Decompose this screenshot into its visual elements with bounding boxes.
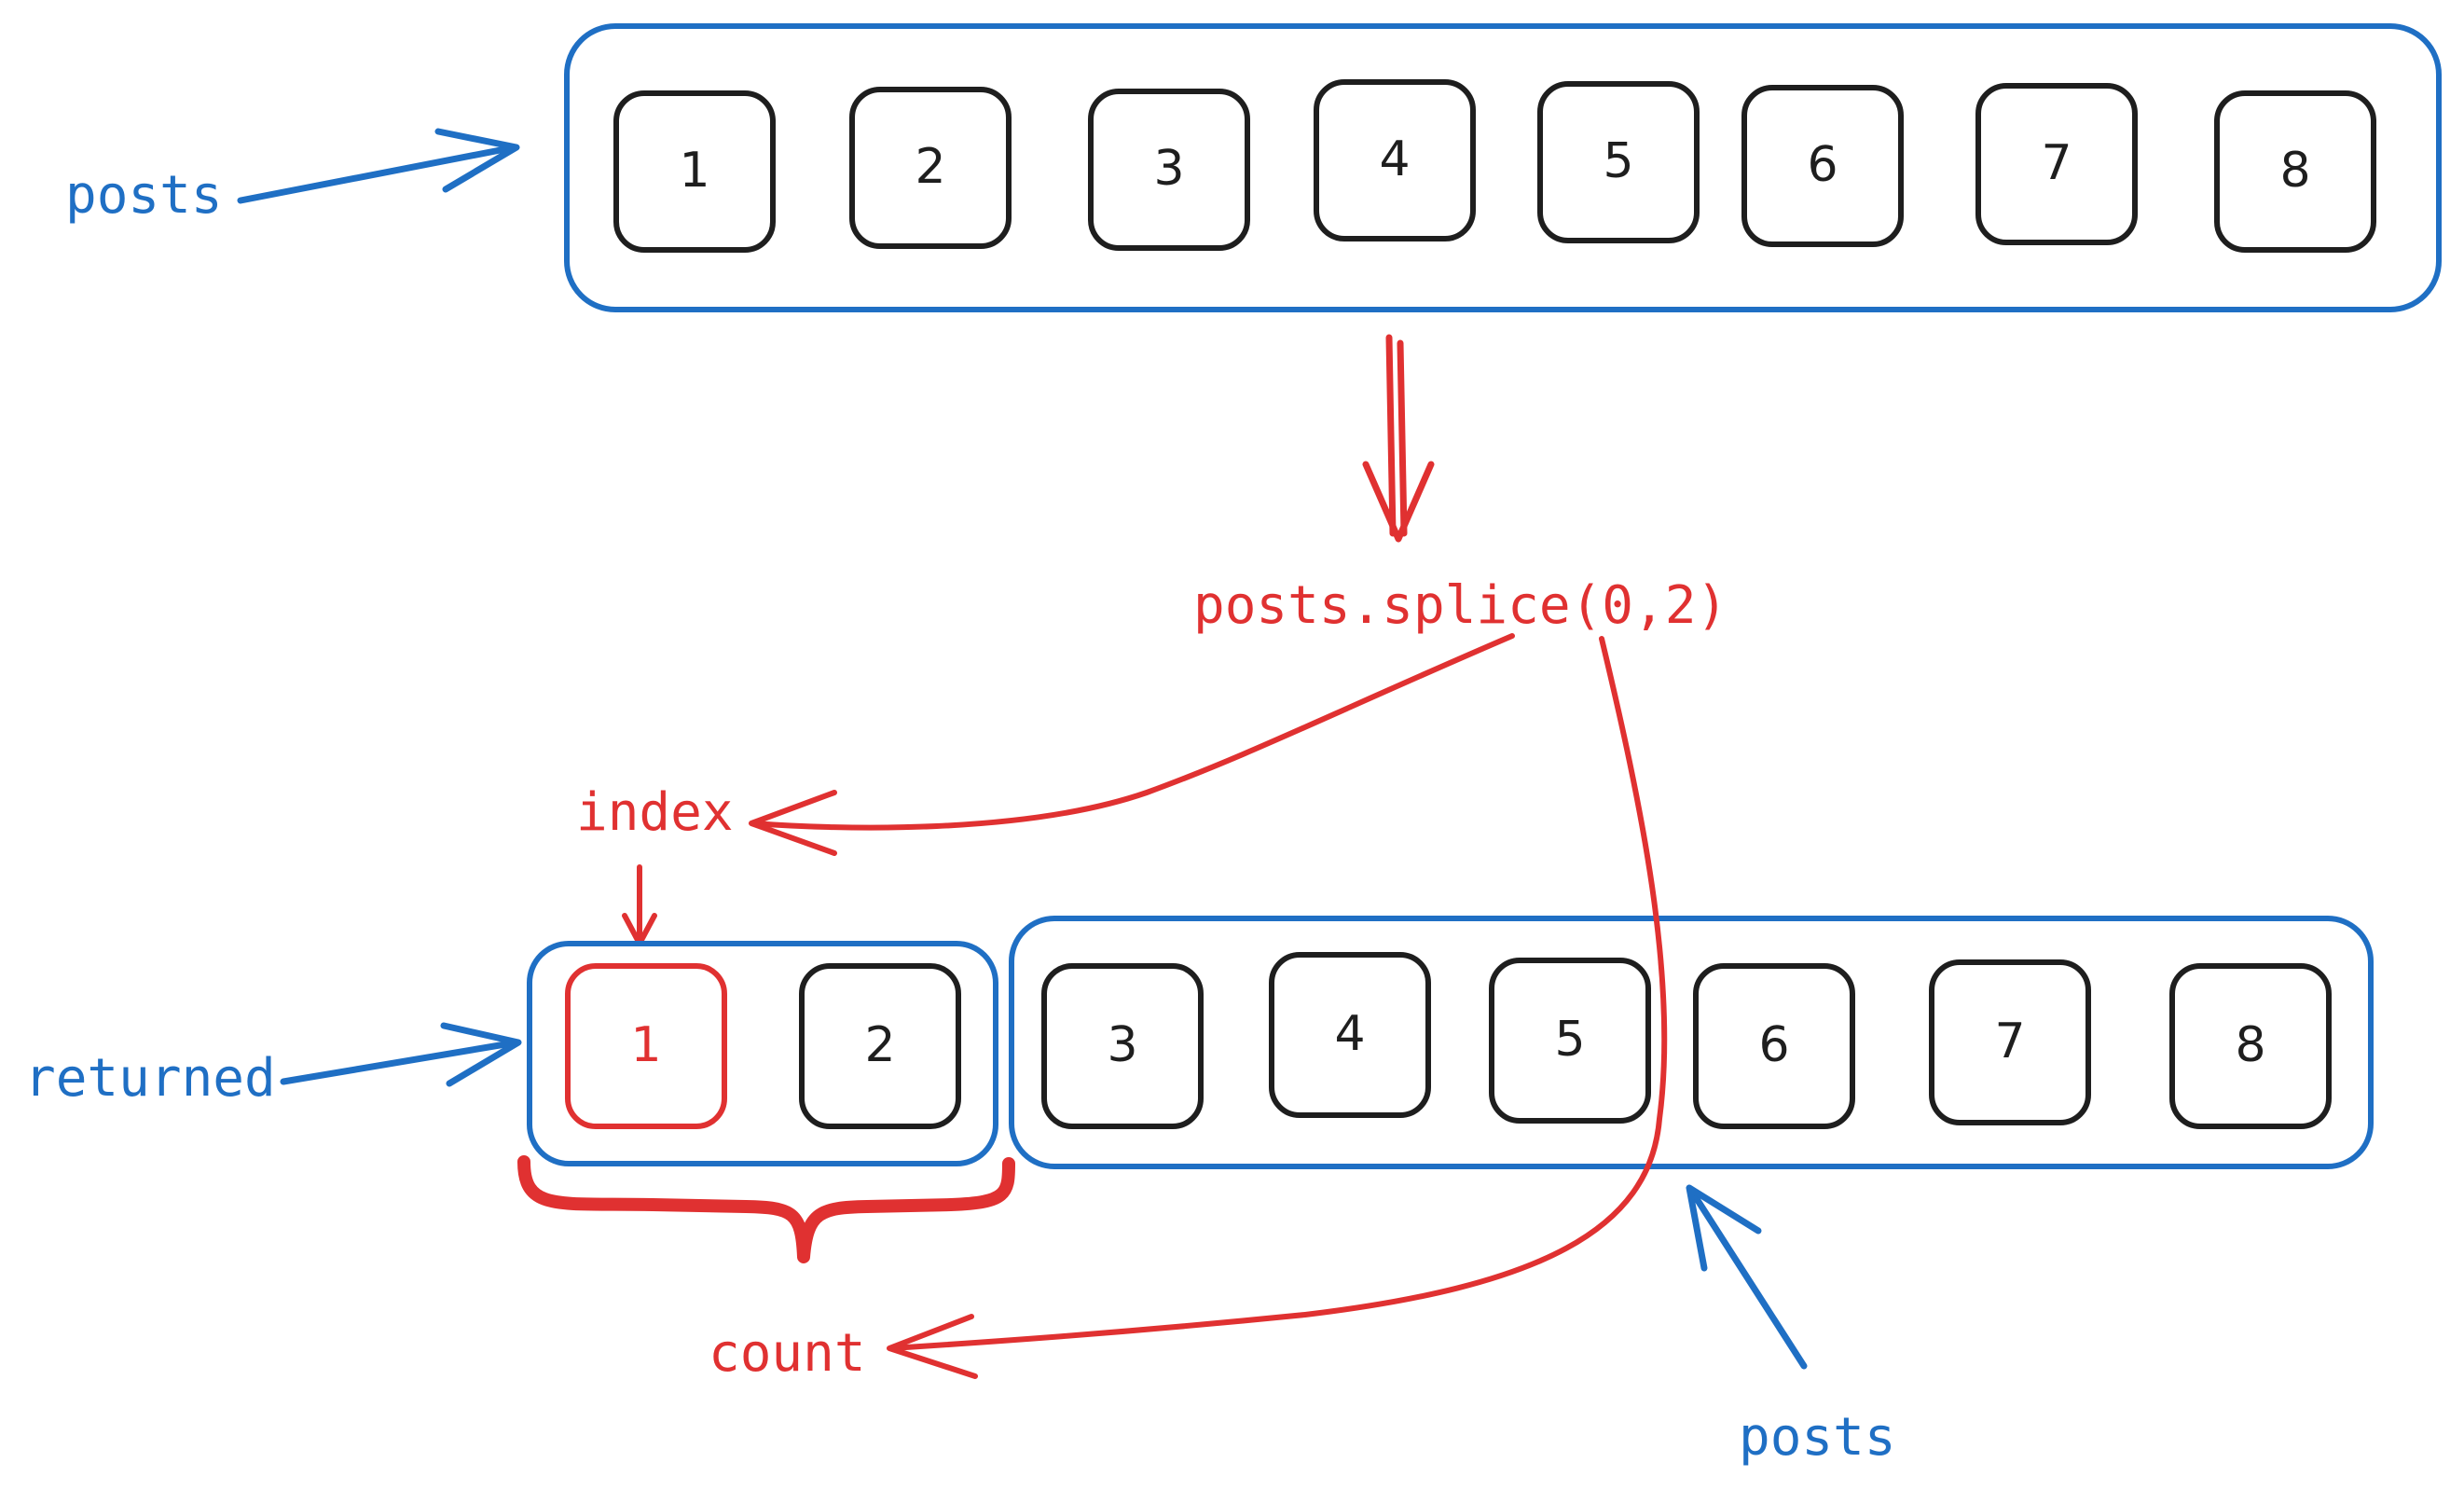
remaining-array-cell: 7 [1929,959,2091,1125]
returned-array-cell-value: 1 [630,1017,661,1073]
splice-down-arrow [1362,334,1435,543]
top-array-cell-value: 7 [2041,135,2072,191]
top-array-cell-value: 2 [915,139,945,195]
count-arrow [887,636,1668,1379]
remaining-array-cell: 3 [1041,963,1204,1129]
returned-label: returned [24,1048,276,1109]
count-brace [517,1155,1015,1263]
returned-array-cell-highlighted: 1 [565,963,727,1129]
top-array-cell-value: 5 [1603,133,1633,189]
top-array-cell-box [1537,81,1700,243]
splice-call-label: posts.splice(0,2) [1193,575,1728,636]
top-array-cell: 5 [1537,81,1700,243]
top-array-cell-box [613,90,776,253]
remaining-array-cell: 4 [1269,952,1431,1118]
returned-array-cell-box [799,963,961,1129]
posts-bottom-arrow [1686,1184,1808,1370]
remaining-array-cell-value: 8 [2235,1017,2265,1073]
top-array-cell: 2 [849,87,1012,249]
returned-array-cell-box [565,963,727,1129]
returned-arrow [280,1022,522,1087]
top-array-cell-box [2214,90,2376,253]
top-array-cell: 4 [1314,79,1476,241]
top-array-cell-value: 6 [1807,137,1838,193]
remaining-array-cell-value: 5 [1554,1012,1585,1068]
remaining-array-cell-box [1489,958,1651,1124]
returned-array-cell: 2 [799,963,961,1129]
top-array-cell-box [1088,89,1250,251]
count-label: count [709,1323,866,1384]
remaining-array-cell-value: 3 [1107,1017,1137,1073]
index-label: index [576,782,734,843]
remaining-array-cell-box [1269,952,1431,1118]
remaining-array-cell: 6 [1693,963,1855,1129]
remaining-array-cell-value: 4 [1334,1006,1365,1062]
top-array-cell: 8 [2214,90,2376,253]
top-array-cell: 6 [1741,85,1904,247]
remaining-array-cell-value: 7 [1994,1014,2025,1069]
top-array-cell: 3 [1088,89,1250,251]
top-array-container [564,23,2442,312]
posts-top-arrow [237,128,520,204]
index-arrow [749,633,1515,856]
top-array-cell-box [1741,85,1904,247]
returned-array-cell-value: 2 [864,1017,895,1073]
top-array-cell: 7 [1975,83,2138,245]
remaining-array-cell: 8 [2169,963,2332,1129]
top-array-cell: 1 [613,90,776,253]
remaining-array-cell-box [2169,963,2332,1129]
returned-array-container [527,941,998,1166]
remaining-array-cell-box [1041,963,1204,1129]
top-array-cell-box [1975,83,2138,245]
top-array-cell-box [1314,79,1476,241]
top-array-cell-box [849,87,1012,249]
remaining-array-container [1009,916,2374,1169]
posts-top-label: posts [65,165,223,226]
top-array-cell-value: 8 [2279,143,2310,199]
remaining-array-cell: 5 [1489,958,1651,1124]
remaining-array-cell-box [1693,963,1855,1129]
top-array-cell-value: 1 [679,143,709,199]
top-array-cell-value: 3 [1153,141,1184,197]
top-array-cell-value: 4 [1379,131,1410,187]
posts-bottom-label: posts [1739,1407,1896,1468]
remaining-array-cell-box [1929,959,2091,1125]
remaining-array-cell-value: 6 [1758,1017,1789,1073]
index-pointer-arrow [622,864,657,946]
